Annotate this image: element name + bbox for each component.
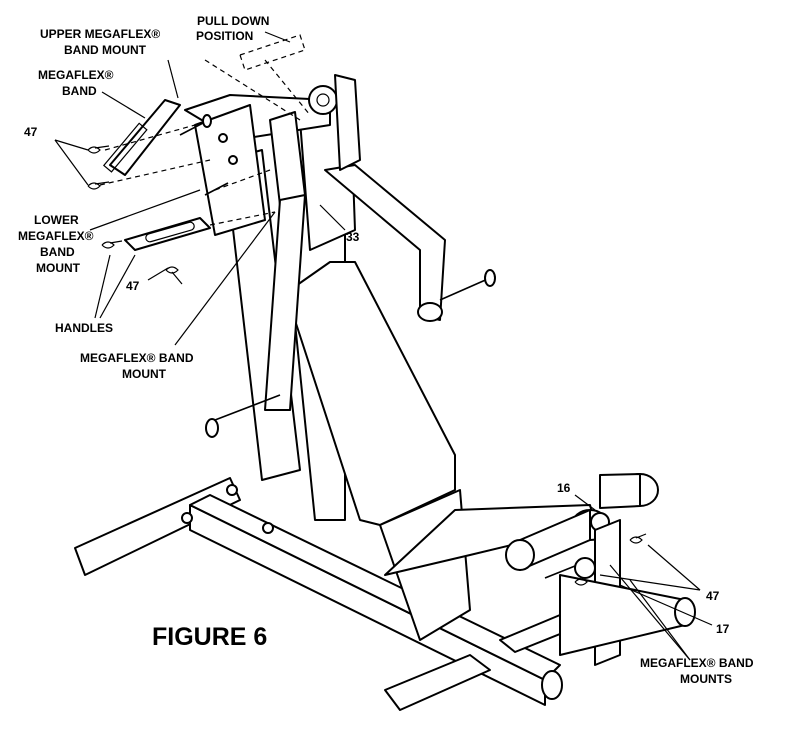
callout-labels: PULL DOWN POSITION UPPER MEGAFLEX® BAND … <box>18 14 754 686</box>
label-lower-mount-4: MOUNT <box>36 261 81 275</box>
upper-band-mount-group <box>99 99 212 186</box>
leader-lines <box>54 31 713 661</box>
upper-leader-dash-2 <box>99 159 211 186</box>
upper-band-mount-pin <box>179 121 206 136</box>
leader-handles-2 <box>99 254 136 319</box>
leader-band-mount <box>174 211 276 346</box>
leader-47b <box>147 267 169 281</box>
clip <box>87 181 110 190</box>
label-47-a: 47 <box>24 125 38 139</box>
leader-17 <box>619 584 713 626</box>
label-47-b: 47 <box>126 279 140 293</box>
megaflex-band <box>109 99 181 176</box>
ghost-bar <box>239 34 306 71</box>
right-handle-end <box>417 302 443 322</box>
band-mount-pin <box>544 565 576 579</box>
label-band-mounts: MEGAFLEX® BAND <box>640 656 754 670</box>
label-lower-mount: LOWER <box>34 213 79 227</box>
pin-end <box>202 114 212 128</box>
upper-leader-dash <box>104 124 196 151</box>
lower-leader-dash <box>214 169 271 191</box>
label-band-2: BAND <box>62 84 97 98</box>
label-band-mount: MEGAFLEX® BAND <box>80 351 194 365</box>
arm-hole <box>218 133 228 143</box>
leader-band <box>101 91 146 119</box>
mid-roller-cap <box>505 539 535 571</box>
clip <box>574 578 588 586</box>
back-pad <box>289 261 456 526</box>
rail-end-cap <box>541 670 563 700</box>
upper-roller <box>599 473 641 509</box>
rear-bracket <box>334 74 361 171</box>
leader-pull-down <box>264 31 291 43</box>
foot-plate <box>384 654 491 711</box>
label-band-mount-2: MOUNT <box>122 367 167 381</box>
clip <box>87 145 110 154</box>
pivot-axle <box>316 93 330 107</box>
lower-band-slot <box>145 221 195 243</box>
lower-band-mount-group <box>124 169 276 251</box>
pivot-hub <box>308 85 338 115</box>
label-lower-mount-2: MEGAFLEX® <box>18 229 94 243</box>
label-band: MEGAFLEX® <box>38 68 114 82</box>
arm-hole <box>228 155 238 165</box>
clips-47 <box>87 145 183 285</box>
leg-roller-assembly <box>384 473 696 666</box>
band-slot <box>102 122 148 173</box>
left-handle <box>214 394 281 421</box>
label-17: 17 <box>716 622 730 636</box>
left-arm <box>264 194 306 411</box>
leader-handles-1 <box>94 254 111 319</box>
leader-47c-1 <box>647 544 701 591</box>
bolt <box>262 522 274 534</box>
leader-mounts-1 <box>629 579 691 661</box>
leader-mounts-2 <box>609 564 691 661</box>
leader-47a-2 <box>54 139 89 186</box>
lower-band-plate <box>124 217 211 251</box>
label-pull-down: PULL DOWN <box>197 14 269 28</box>
lower-roller-end <box>674 597 696 627</box>
leader-33 <box>319 204 346 231</box>
label-band-mounts-2: MOUNTS <box>680 672 732 686</box>
clip <box>165 266 183 285</box>
clip <box>101 240 123 249</box>
leader-47a-1 <box>54 139 89 151</box>
clip <box>629 533 647 544</box>
label-lower-mount-3: BAND <box>40 245 75 259</box>
label-33: 33 <box>346 230 360 244</box>
label-upper-mount-2: BAND MOUNT <box>64 43 147 57</box>
arm-plate <box>194 104 266 236</box>
lower-leader-dash-2 <box>209 211 276 226</box>
bolt <box>181 512 193 524</box>
leader-lower-mount <box>89 189 201 231</box>
lower-roller <box>559 574 686 656</box>
leader-47c-2 <box>599 574 701 591</box>
left-handle-cap <box>205 418 219 438</box>
pull-down-ghost <box>204 34 311 121</box>
ghost-arm <box>264 59 311 116</box>
label-47-c: 47 <box>706 589 720 603</box>
label-16: 16 <box>557 481 571 495</box>
press-arm <box>184 74 496 438</box>
right-handle <box>439 277 491 301</box>
label-handles: HANDLES <box>55 321 113 335</box>
right-handle-cap <box>484 269 496 287</box>
band-mount-hub <box>574 557 596 579</box>
figure-title: FIGURE 6 <box>152 623 267 651</box>
bolt <box>226 484 238 496</box>
leader-upper-mount <box>167 59 179 99</box>
label-pull-down-position: POSITION <box>196 29 253 43</box>
label-upper-mount: UPPER MEGAFLEX® <box>40 27 160 41</box>
leader-16 <box>574 494 596 511</box>
ghost-line <box>204 59 301 121</box>
